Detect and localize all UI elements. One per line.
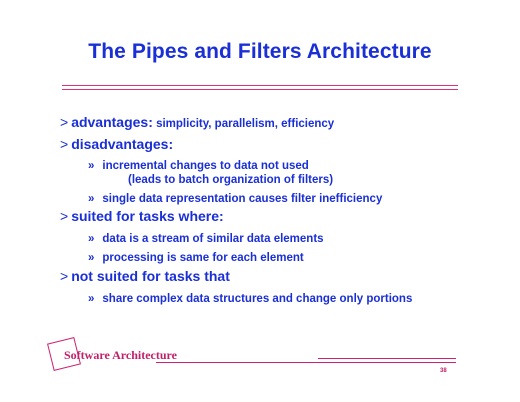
subitem-text: processing is same for each element xyxy=(102,252,304,264)
bullet-heading: not suited for tasks that xyxy=(71,268,230,284)
bullet-suited-for: >suited for tasks where: xyxy=(60,208,224,224)
subitem-marker: » xyxy=(88,252,95,264)
subitem-data-stream: » data is a stream of similar data elemen… xyxy=(88,233,324,245)
footer-label: Software Architecture xyxy=(64,348,177,362)
bullet-detail: simplicity, parallelism, efficiency xyxy=(152,118,335,130)
bullet-heading: advantages: xyxy=(71,114,153,130)
bullet-disadvantages: >disadvantages: xyxy=(60,136,173,152)
bullet-marker: > xyxy=(60,136,69,152)
bullet-not-suited-for: >not suited for tasks that xyxy=(60,268,230,284)
subitem-marker: » xyxy=(88,193,95,205)
title-divider-secondary xyxy=(62,89,458,90)
bullet-marker: > xyxy=(60,114,69,130)
subitem-marker: » xyxy=(88,233,95,245)
subitem-marker: » xyxy=(88,160,95,172)
bullet-advantages: >advantages: simplicity, parallelism, ef… xyxy=(60,114,334,130)
slide-title: The Pipes and Filters Architecture xyxy=(88,40,432,63)
footer-divider xyxy=(156,362,456,363)
page-number: 38 xyxy=(440,368,447,374)
subitem-single-data-representation: » single data representation causes filte… xyxy=(88,193,382,205)
subitem-incremental-changes: » incremental changes to data not used xyxy=(88,160,309,172)
subitem-share-complex-data: » share complex data structures and chang… xyxy=(88,293,412,305)
subitem-text: share complex data structures and change… xyxy=(102,293,413,305)
bullet-heading: suited for tasks where: xyxy=(71,208,224,224)
subitem-text: incremental changes to data not used xyxy=(102,160,309,172)
bullet-marker: > xyxy=(60,208,69,224)
bullet-marker: > xyxy=(60,268,69,284)
subitem-marker: » xyxy=(88,293,95,305)
subitem-processing-same: » processing is same for each element xyxy=(88,252,304,264)
subitem-text: data is a stream of similar data element… xyxy=(102,233,324,245)
footer-divider-secondary xyxy=(318,358,456,359)
subitem-text: single data representation causes filter… xyxy=(102,193,383,205)
bullet-heading: disadvantages: xyxy=(71,136,174,152)
title-divider xyxy=(62,85,458,86)
subitem-continuation: (leads to batch organization of filters) xyxy=(128,174,334,186)
